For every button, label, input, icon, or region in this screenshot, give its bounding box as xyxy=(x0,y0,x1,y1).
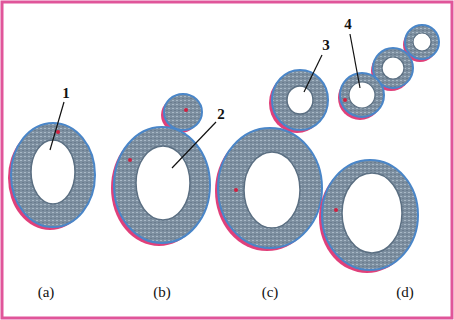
callout-number: 4 xyxy=(342,16,354,33)
panel-label: (c) xyxy=(260,284,281,301)
cell-d xyxy=(319,25,439,273)
cell-c xyxy=(215,70,328,251)
callout-number: 2 xyxy=(215,106,227,123)
leader-lines xyxy=(50,34,360,168)
callout-number: 3 xyxy=(320,37,332,54)
panel-label: (a) xyxy=(36,284,57,301)
cell-b xyxy=(111,94,210,246)
panel-label: (d) xyxy=(394,284,416,301)
callout-number: 1 xyxy=(60,85,72,102)
cell-a xyxy=(8,123,95,230)
panel-label: (b) xyxy=(151,284,173,301)
